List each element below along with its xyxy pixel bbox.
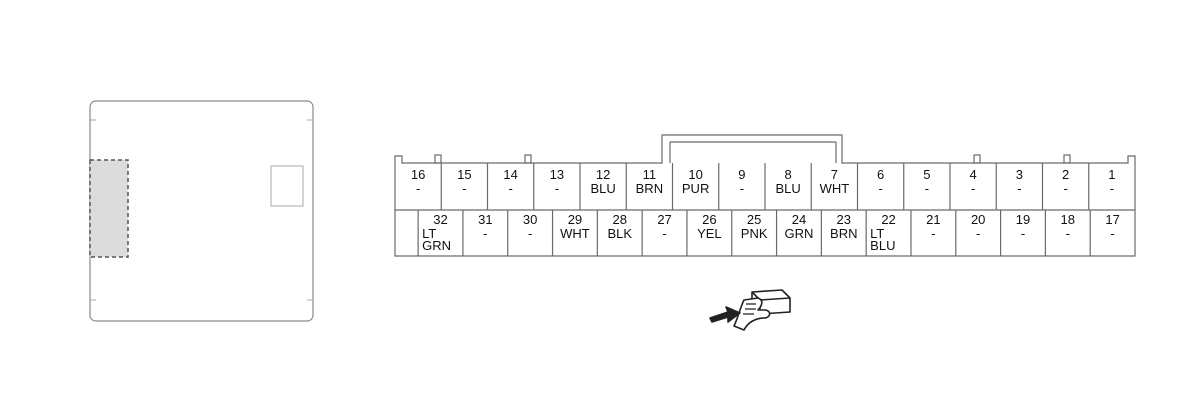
wire-color: - [740,181,744,196]
pin-number: 23 [837,212,851,227]
wire-color: BLU [870,238,895,253]
pin-number: 29 [568,212,582,227]
pin-number: 7 [831,167,838,182]
wire-color: PNK [741,226,768,241]
wire-color: BLU [775,181,800,196]
wire-color: - [662,226,666,241]
wire-color: WHT [560,226,590,241]
bottom-row: 32LTGRN31-30-29WHT28BLK27-26YEL25PNK24GR… [417,210,1120,256]
small-window [270,165,304,207]
pin-number: 11 [643,167,657,182]
pin-number: 32 [433,212,447,227]
pin-number: 8 [785,167,792,182]
pin-number: 16 [411,167,425,182]
wire-color: - [1021,226,1025,241]
pin-number: 25 [747,212,761,227]
wire-color: - [528,226,532,241]
wire-color: PUR [682,181,709,196]
probe-hand-icon [709,289,791,331]
pin-number: 17 [1105,212,1119,227]
wire-color: - [483,226,487,241]
pin-number: 1 [1108,167,1115,182]
wire-color: - [555,181,559,196]
pin-number: 10 [688,167,702,182]
pin-number: 3 [1016,167,1023,182]
pin-number: 2 [1062,167,1069,182]
wire-color: BLU [590,181,615,196]
wire-color: - [971,181,975,196]
pin-number: 30 [523,212,537,227]
pin-number: 6 [877,167,884,182]
pin-number: 4 [970,167,977,182]
connector-face: 16-15-14-13-12BLU11BRN10PUR9-8BLU7WHT6-5… [394,134,1136,257]
top-row: 16-15-14-13-12BLU11BRN10PUR9-8BLU7WHT6-5… [411,163,1115,210]
pin-number: 18 [1061,212,1075,227]
wire-color: - [1110,226,1114,241]
wire-color: BRN [830,226,857,241]
pin-number: 24 [792,212,806,227]
wire-color: WHT [820,181,850,196]
wire-color: LT [870,226,884,241]
pin-number: 27 [657,212,671,227]
pin-number: 12 [596,167,610,182]
wire-color: - [1066,226,1070,241]
pin-number: 21 [926,212,940,227]
pin-number: 20 [971,212,985,227]
wire-color: - [416,181,420,196]
component-body [89,100,314,322]
wire-color: BLK [607,226,632,241]
connector-highlight [89,159,129,258]
pin-number: 9 [738,167,745,182]
connector-outline [394,134,1136,257]
pin-number: 19 [1016,212,1030,227]
pin-number: 28 [613,212,627,227]
wire-color: - [925,181,929,196]
pin-number: 26 [702,212,716,227]
wire-color: - [976,226,980,241]
wire-color: - [508,181,512,196]
wire-color: - [931,226,935,241]
wire-color: - [1017,181,1021,196]
wire-color: LT [422,226,436,241]
pin-number: 14 [503,167,517,182]
pin-number: 13 [550,167,564,182]
wire-color: BRN [636,181,663,196]
wire-color: - [1063,181,1067,196]
wire-color: GRN [422,238,451,253]
wire-color: GRN [785,226,814,241]
pin-number: 15 [457,167,471,182]
wire-color: - [878,181,882,196]
pin-number: 22 [881,212,895,227]
wire-color: - [1110,181,1114,196]
wire-color: - [462,181,466,196]
pin-number: 5 [923,167,930,182]
pin-number: 31 [478,212,492,227]
wire-color: YEL [697,226,722,241]
